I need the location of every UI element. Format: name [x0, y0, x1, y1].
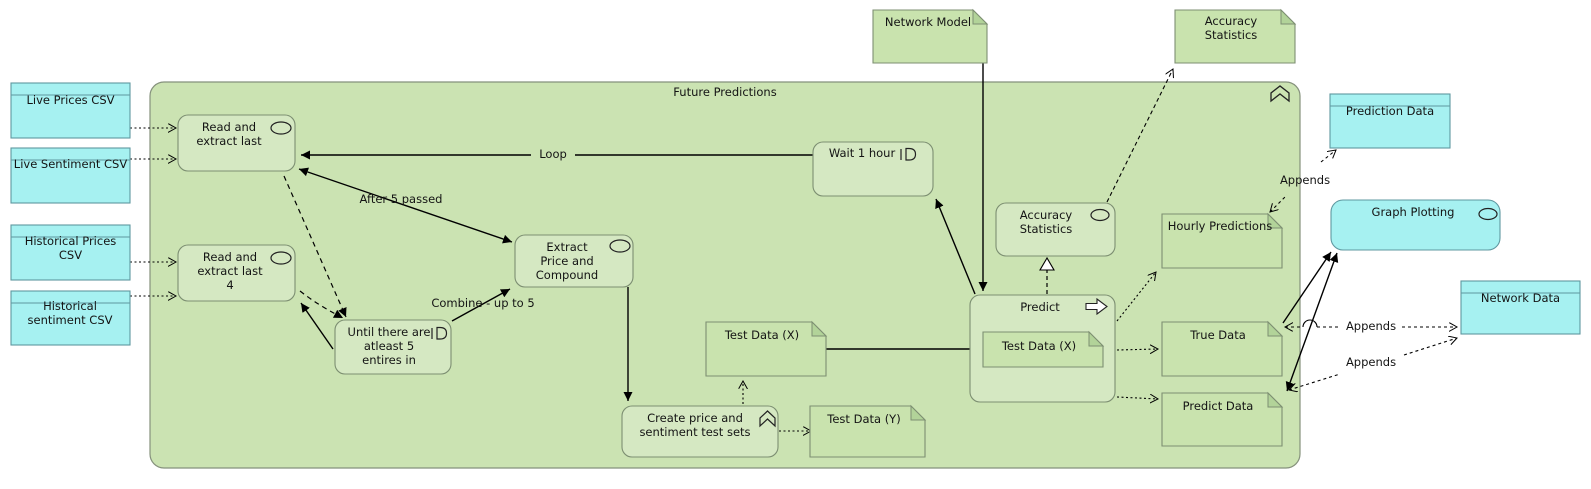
- note-hourly-predictions[interactable]: [1161, 213, 1283, 269]
- interaction-icon: [900, 147, 917, 161]
- edge-until-to-read4[interactable]: [300, 302, 334, 350]
- data-object-network-data[interactable]: [1460, 280, 1581, 335]
- edge-appends-prediction-a[interactable]: [1270, 194, 1288, 212]
- function-icon: [759, 410, 776, 428]
- data-object-prediction-data[interactable]: [1329, 93, 1451, 149]
- service-icon: [609, 239, 631, 253]
- interaction-icon: [431, 326, 448, 340]
- note-accuracy-statistics-top[interactable]: [1174, 9, 1296, 64]
- process-arrow-icon: [1085, 297, 1108, 316]
- service-icon: [1478, 207, 1498, 221]
- note-test-data-y[interactable]: [809, 405, 926, 458]
- edge-appends-predict-b[interactable]: [1403, 338, 1457, 356]
- note-fold: [910, 404, 927, 421]
- note-predict-data[interactable]: [1161, 392, 1283, 447]
- edge-predict-to-hourly[interactable]: [1116, 272, 1156, 322]
- edge-accuracy-to-note[interactable]: [1106, 69, 1173, 203]
- edge-after-5-passed[interactable]: [298, 167, 513, 244]
- edge-predictdata-to-graph[interactable]: [1285, 252, 1339, 392]
- edges-group: [130, 63, 1457, 431]
- node-read-extract-last-4[interactable]: [177, 244, 296, 302]
- note-fold: [1267, 391, 1284, 408]
- edge-read-to-until[interactable]: [283, 175, 347, 318]
- service-icon: [1090, 208, 1110, 222]
- data-object-historical-prices[interactable]: [10, 224, 131, 281]
- node-accuracy-statistics[interactable]: [995, 202, 1116, 257]
- note-fold: [811, 320, 828, 337]
- note-fold: [1280, 8, 1297, 25]
- data-object-live-sentiment[interactable]: [10, 147, 131, 204]
- node-until-there[interactable]: [334, 319, 452, 375]
- function-icon: [1270, 85, 1290, 103]
- data-object-historical-sentiment[interactable]: [10, 290, 131, 346]
- note-fold: [1267, 320, 1284, 337]
- note-fold: [972, 8, 989, 25]
- node-read-extract-last[interactable]: [177, 114, 296, 172]
- note-test-data-x-inner[interactable]: [982, 331, 1104, 368]
- edge-combine[interactable]: [451, 288, 511, 322]
- node-wait-1-hour[interactable]: [812, 141, 934, 197]
- note-true-data[interactable]: [1161, 321, 1283, 377]
- edge-predict-to-wait[interactable]: [935, 198, 976, 295]
- node-create-test-sets[interactable]: [621, 405, 779, 458]
- edge-appends-prediction-b[interactable]: [1320, 150, 1336, 163]
- note-network-model[interactable]: [872, 9, 988, 64]
- service-icon: [270, 251, 292, 265]
- node-extract-price[interactable]: [514, 234, 634, 288]
- data-object-live-prices[interactable]: [10, 82, 131, 139]
- service-icon: [270, 121, 292, 135]
- note-test-data-x[interactable]: [705, 321, 827, 377]
- node-graph-plotting[interactable]: [1330, 199, 1501, 251]
- note-fold: [1088, 330, 1105, 347]
- edge-read4-to-until[interactable]: [299, 290, 344, 319]
- realization-arrowhead: [1039, 256, 1055, 271]
- note-fold: [1267, 212, 1284, 229]
